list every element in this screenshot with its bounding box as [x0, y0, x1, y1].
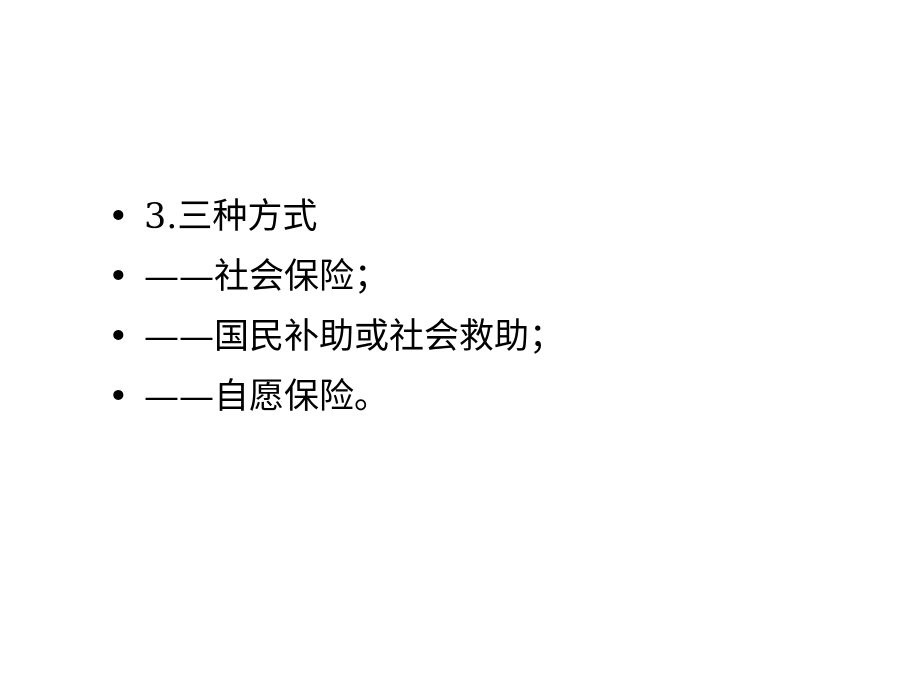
bullet-icon: •	[108, 317, 129, 357]
list-item-text: ——社会保险；	[144, 257, 390, 297]
bullet-icon: •	[108, 257, 129, 297]
list-item-text: 3.三种方式	[144, 197, 318, 237]
list-item-text: ——国民补助或社会救助；	[144, 317, 565, 357]
bullet-icon: •	[108, 197, 129, 237]
bullet-icon: •	[108, 377, 129, 417]
list-item-text: ——自愿保险。	[144, 377, 390, 417]
